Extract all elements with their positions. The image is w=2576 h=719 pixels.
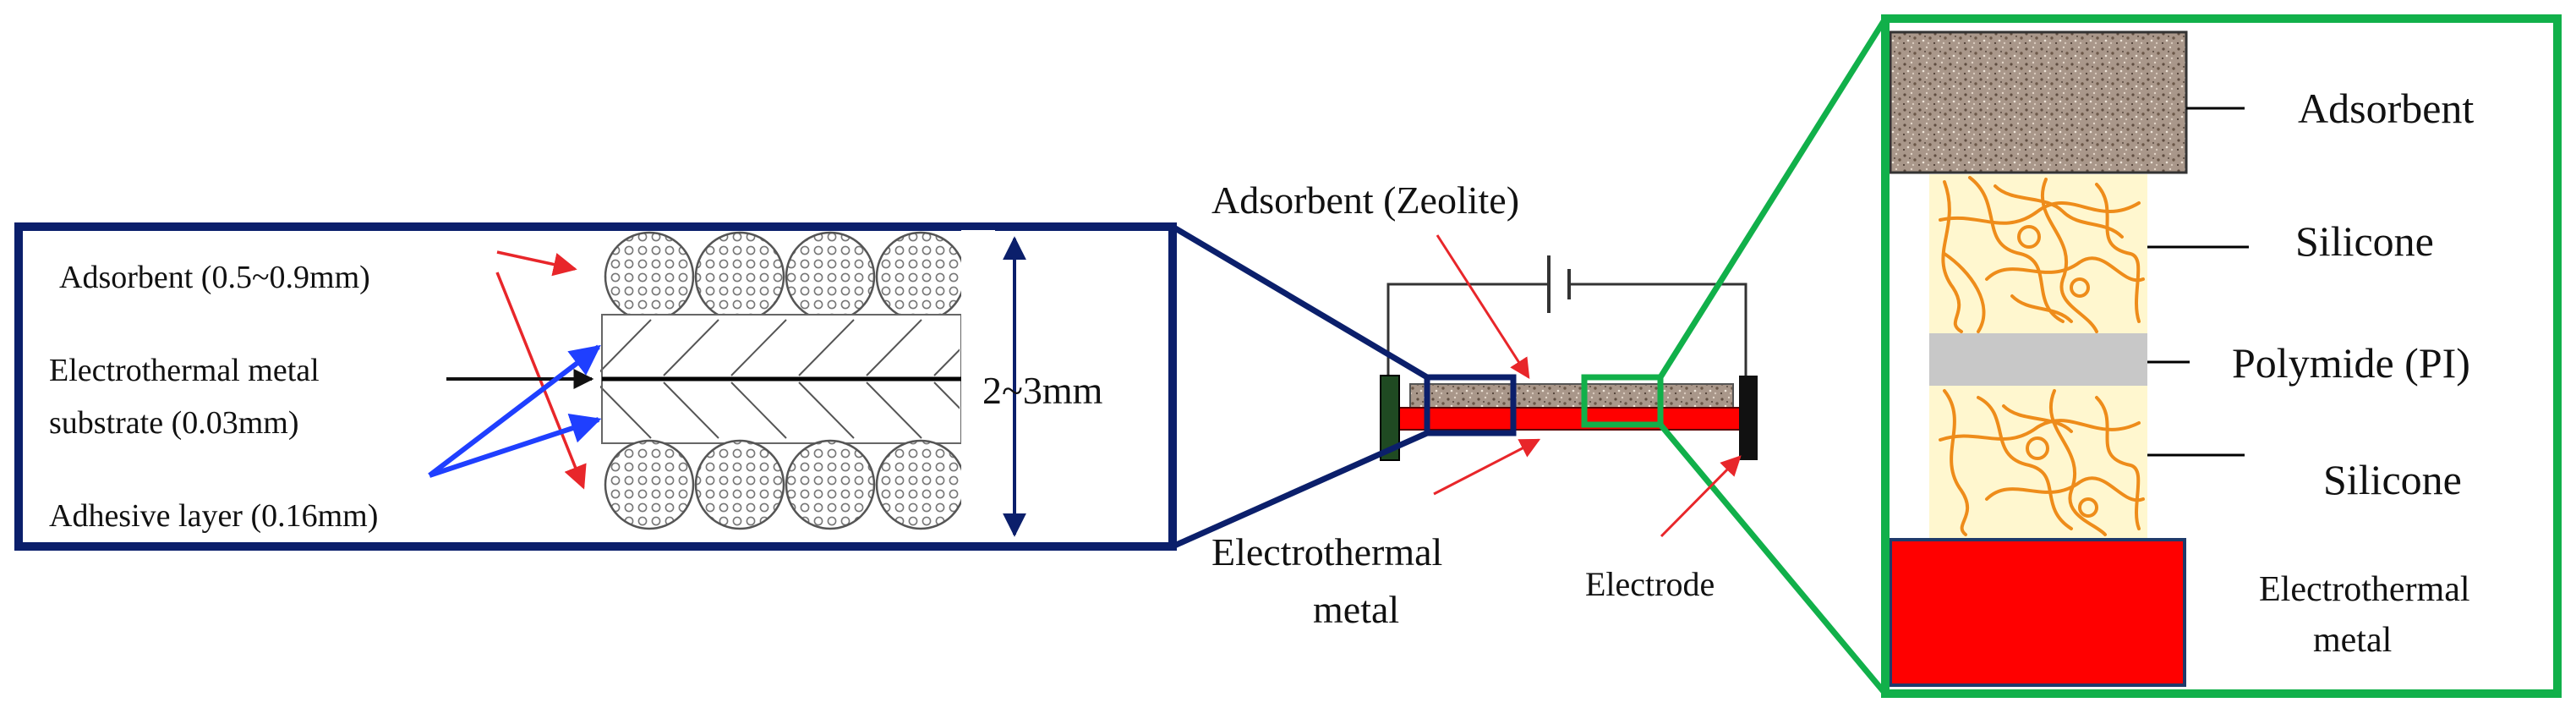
rp-silicone-top: [1929, 174, 2147, 333]
battery-circuit: [1386, 255, 1747, 379]
rp-silicone-top-label: Silicone: [2295, 217, 2434, 265]
substrate-label-line1: Electrothermal metal: [49, 353, 320, 388]
rp-silicone-bottom-label: Silicone: [2323, 456, 2462, 503]
right-zoom-lines: [1658, 17, 1888, 696]
right-zoom-marker: [1581, 374, 1664, 428]
center-device: Adsorbent (Zeolite) Electrothermal metal…: [1171, 17, 1888, 696]
left-electrode: [1380, 375, 1400, 461]
rp-metal-label-line2: metal: [2313, 621, 2392, 660]
rp-metal-block: [1889, 538, 2186, 687]
substrate-label-line2: substrate (0.03mm): [49, 405, 299, 441]
thickness-label: 2~3mm: [982, 369, 1103, 412]
right-detail-panel: Adsorbent Silicone Polymide (PI): [1881, 14, 2562, 698]
adhesive-label: Adhesive layer (0.16mm): [49, 498, 378, 534]
adsorbent-particles-top: [604, 231, 966, 322]
rp-silicone-bottom: [1929, 386, 2147, 538]
adhesive-pointer-arrows: [428, 344, 602, 478]
rp-polyimide-layer: [1929, 333, 2147, 386]
rp-polyimide-label: Polymide (PI): [2232, 339, 2470, 387]
device-metal-label-line2: metal: [1313, 588, 1399, 631]
device-metal-layer: [1397, 407, 1744, 431]
device-pointer-arrows: [1433, 234, 1742, 538]
device-adsorbent-label: Adsorbent (Zeolite): [1211, 178, 1519, 222]
adsorbent-particles-bottom: [604, 439, 966, 530]
rp-adsorbent-block: [1889, 30, 2188, 174]
device-adsorbent-layer: [1409, 383, 1734, 409]
device-metal-label-line1: Electrothermal: [1211, 530, 1442, 574]
right-panel-frame: [1881, 14, 2562, 698]
left-zoom-marker: [1424, 374, 1517, 436]
rp-metal-label-line1: Electrothermal: [2259, 570, 2470, 609]
left-zoom-lines: [1171, 223, 1429, 550]
left-detail-panel: 2~3mm Adsorbent (0.5~0.9mm) Electrotherm…: [14, 222, 1177, 551]
device-electrode-label: Electrode: [1585, 565, 1715, 603]
rp-adsorbent-label: Adsorbent: [2298, 85, 2474, 132]
right-electrode: [1739, 376, 1758, 460]
adsorbent-size-label: Adsorbent (0.5~0.9mm): [59, 260, 370, 295]
